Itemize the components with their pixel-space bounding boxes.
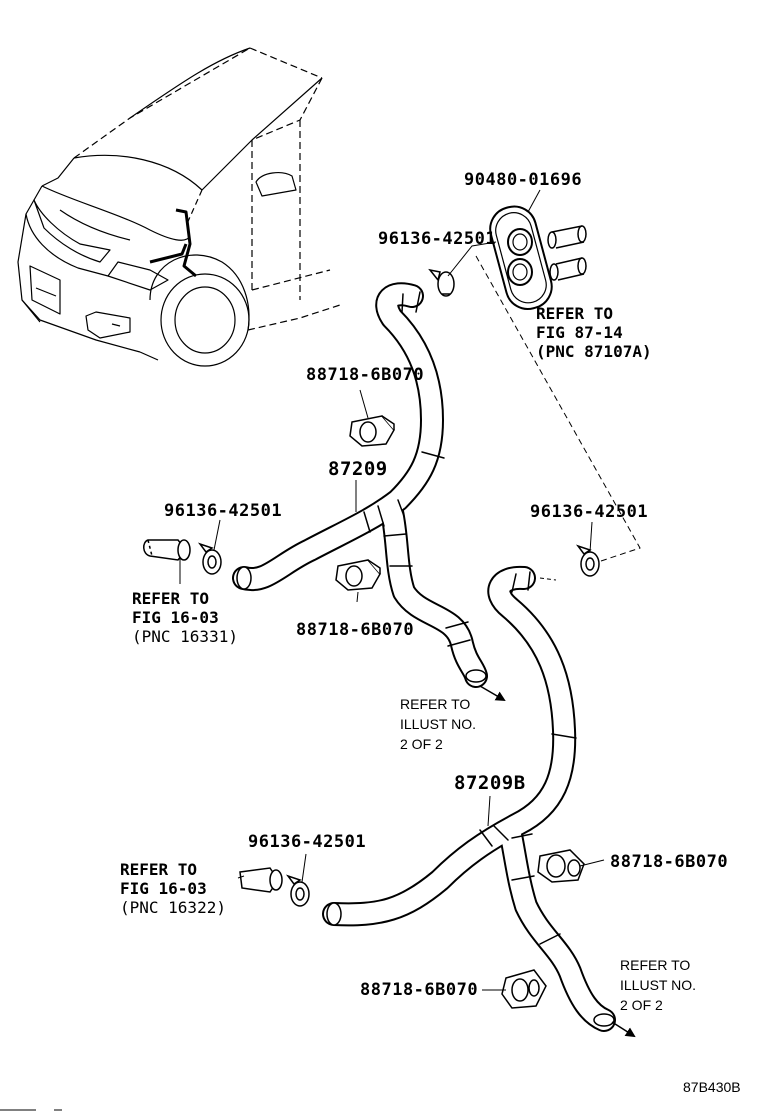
clip-drawings [335, 415, 585, 1009]
clamp-drawings [197, 268, 600, 907]
label-hose-87209: 87209 [328, 458, 388, 480]
label-grommet: 90480-01696 [464, 170, 583, 190]
ref-line: ILLUST NO. [620, 977, 696, 993]
ref-line: REFER TO [132, 589, 210, 608]
ref-fig-16-03-b: REFER TO FIG 16-03 (PNC 16322) [120, 860, 226, 917]
ref-line: REFER TO [620, 957, 691, 973]
label-hose-87209b: 87209B [454, 772, 526, 794]
ref-line: FIG 87-14 [536, 323, 623, 342]
direction-arrows [479, 685, 636, 1038]
label-clamp-left: 96136-42501 [164, 501, 283, 521]
label-clamp-bottom: 96136-42501 [248, 832, 367, 852]
label-clip-bottom: 88718-6B070 [360, 980, 479, 1000]
ref-line: REFER TO [536, 304, 614, 323]
ref-line: (PNC 87107A) [536, 342, 652, 361]
ref-line: (PNC 16322) [120, 898, 226, 917]
hose-87209-drawing [232, 282, 488, 688]
label-clip-right: 88718-6B070 [610, 852, 729, 872]
hose-87209b-drawing [322, 565, 616, 1032]
pipe-stubs [143, 539, 283, 893]
grommet-drawing [489, 205, 587, 310]
ref-line: 2 OF 2 [400, 736, 443, 752]
vehicle-outline [17, 47, 341, 367]
ref-line: ILLUST NO. [400, 716, 476, 732]
label-clip-lower: 88718-6B070 [296, 620, 415, 640]
ref-line: REFER TO [400, 696, 471, 712]
label-clip-upper: 88718-6B070 [306, 365, 425, 385]
ref-fig-87-14: REFER TO FIG 87-14 (PNC 87107A) [536, 304, 652, 361]
ref-fig-16-03-a: REFER TO FIG 16-03 (PNC 16331) [132, 589, 238, 646]
leader-lines [179, 189, 641, 991]
label-clamp-top: 96136-42501 [378, 229, 497, 249]
ref-line: REFER TO [120, 860, 198, 879]
ref-line: FIG 16-03 [120, 879, 207, 898]
diagram-code: 87B430B [683, 1079, 741, 1095]
label-clamp-right: 96136-42501 [530, 502, 649, 522]
ref-illust-b: REFER TO ILLUST NO. 2 OF 2 [620, 955, 696, 1015]
ref-line: (PNC 16331) [132, 627, 238, 646]
ref-line: 2 OF 2 [620, 997, 663, 1013]
ref-line: FIG 16-03 [132, 608, 219, 627]
ref-illust-a: REFER TO ILLUST NO. 2 OF 2 [400, 694, 476, 754]
